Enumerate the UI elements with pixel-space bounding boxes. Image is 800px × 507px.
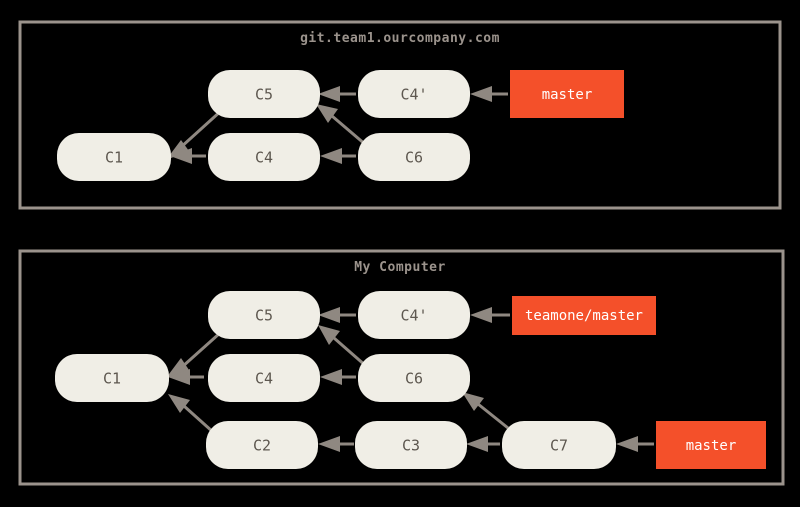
edge-c4-to-c1 [170, 148, 206, 164]
commit-label-c5: C5 [255, 86, 273, 104]
commit-label-c3: C3 [402, 437, 420, 455]
commit-node-c3[interactable]: C3 [355, 421, 467, 469]
edge-c6-to-c5 [316, 104, 367, 147]
branch-ref-label-master-remote: master [542, 87, 593, 103]
edge-c6-to-c4 [320, 148, 356, 164]
commit-node-local-c5[interactable]: C5 [208, 291, 320, 339]
commit-label-c4-prime: C4' [400, 86, 427, 104]
commit-label-c4: C4 [255, 149, 273, 167]
local-panel-frame [18, 249, 785, 486]
edge-c7-to-c6 [462, 392, 509, 430]
edge-local-c5-to-c1 [166, 331, 222, 378]
commit-node-local-c1[interactable]: C1 [55, 354, 169, 402]
local-panel: My Computer [18, 249, 785, 486]
commit-node-c1[interactable]: C1 [57, 133, 171, 181]
local-panel-title: My Computer [354, 260, 446, 275]
commit-node-c5[interactable]: C5 [208, 70, 320, 118]
edge-c4prime-to-c5 [318, 86, 356, 102]
edge-master-to-c7 [616, 436, 654, 452]
commit-node-local-c4-prime[interactable]: C4' [358, 291, 470, 339]
branch-ref-teamone-master[interactable]: teamone/master [512, 296, 656, 335]
commit-label-local-c6: C6 [405, 370, 423, 388]
edge-local-c4prime-to-c5 [318, 307, 356, 323]
commit-node-c4-prime[interactable]: C4' [358, 70, 470, 118]
edge-local-c6-to-c5 [318, 325, 367, 368]
edge-c7-to-c3 [466, 436, 500, 452]
edge-c5-to-c1 [166, 108, 224, 160]
commit-node-c6[interactable]: C6 [358, 133, 470, 181]
edge-local-c4-to-c1 [168, 369, 204, 385]
commit-label-local-c4: C4 [255, 370, 273, 388]
commit-node-local-c6[interactable]: C6 [358, 354, 470, 402]
edge-local-c6-to-c4 [320, 369, 356, 385]
commit-label-local-c4-prime: C4' [400, 307, 427, 325]
commit-label-local-c1: C1 [103, 370, 121, 388]
commit-node-c4[interactable]: C4 [208, 133, 320, 181]
commit-label-local-c5: C5 [255, 307, 273, 325]
commit-label-c1: C1 [105, 149, 123, 167]
commit-label-c2: C2 [253, 437, 271, 455]
edge-master-to-c4prime [470, 86, 508, 102]
commit-node-c7[interactable]: C7 [502, 421, 616, 469]
remote-panel: git.team1.ourcompany.com [18, 20, 782, 210]
commit-label-c7: C7 [550, 437, 568, 455]
edge-c2-to-c1 [168, 394, 215, 434]
commit-label-c6: C6 [405, 149, 423, 167]
branch-ref-label-master-local: master [686, 438, 737, 454]
commit-node-c2[interactable]: C2 [206, 421, 318, 469]
commit-node-local-c4[interactable]: C4 [208, 354, 320, 402]
remote-panel-title: git.team1.ourcompany.com [300, 31, 500, 46]
branch-ref-master-remote[interactable]: master [510, 70, 624, 118]
branch-ref-label-teamone-master: teamone/master [525, 308, 643, 324]
edge-c3-to-c2 [318, 436, 354, 452]
remote-panel-frame [18, 20, 782, 210]
edge-teamone-master-to-c4prime [470, 307, 510, 323]
branch-ref-master-local[interactable]: master [656, 421, 766, 469]
